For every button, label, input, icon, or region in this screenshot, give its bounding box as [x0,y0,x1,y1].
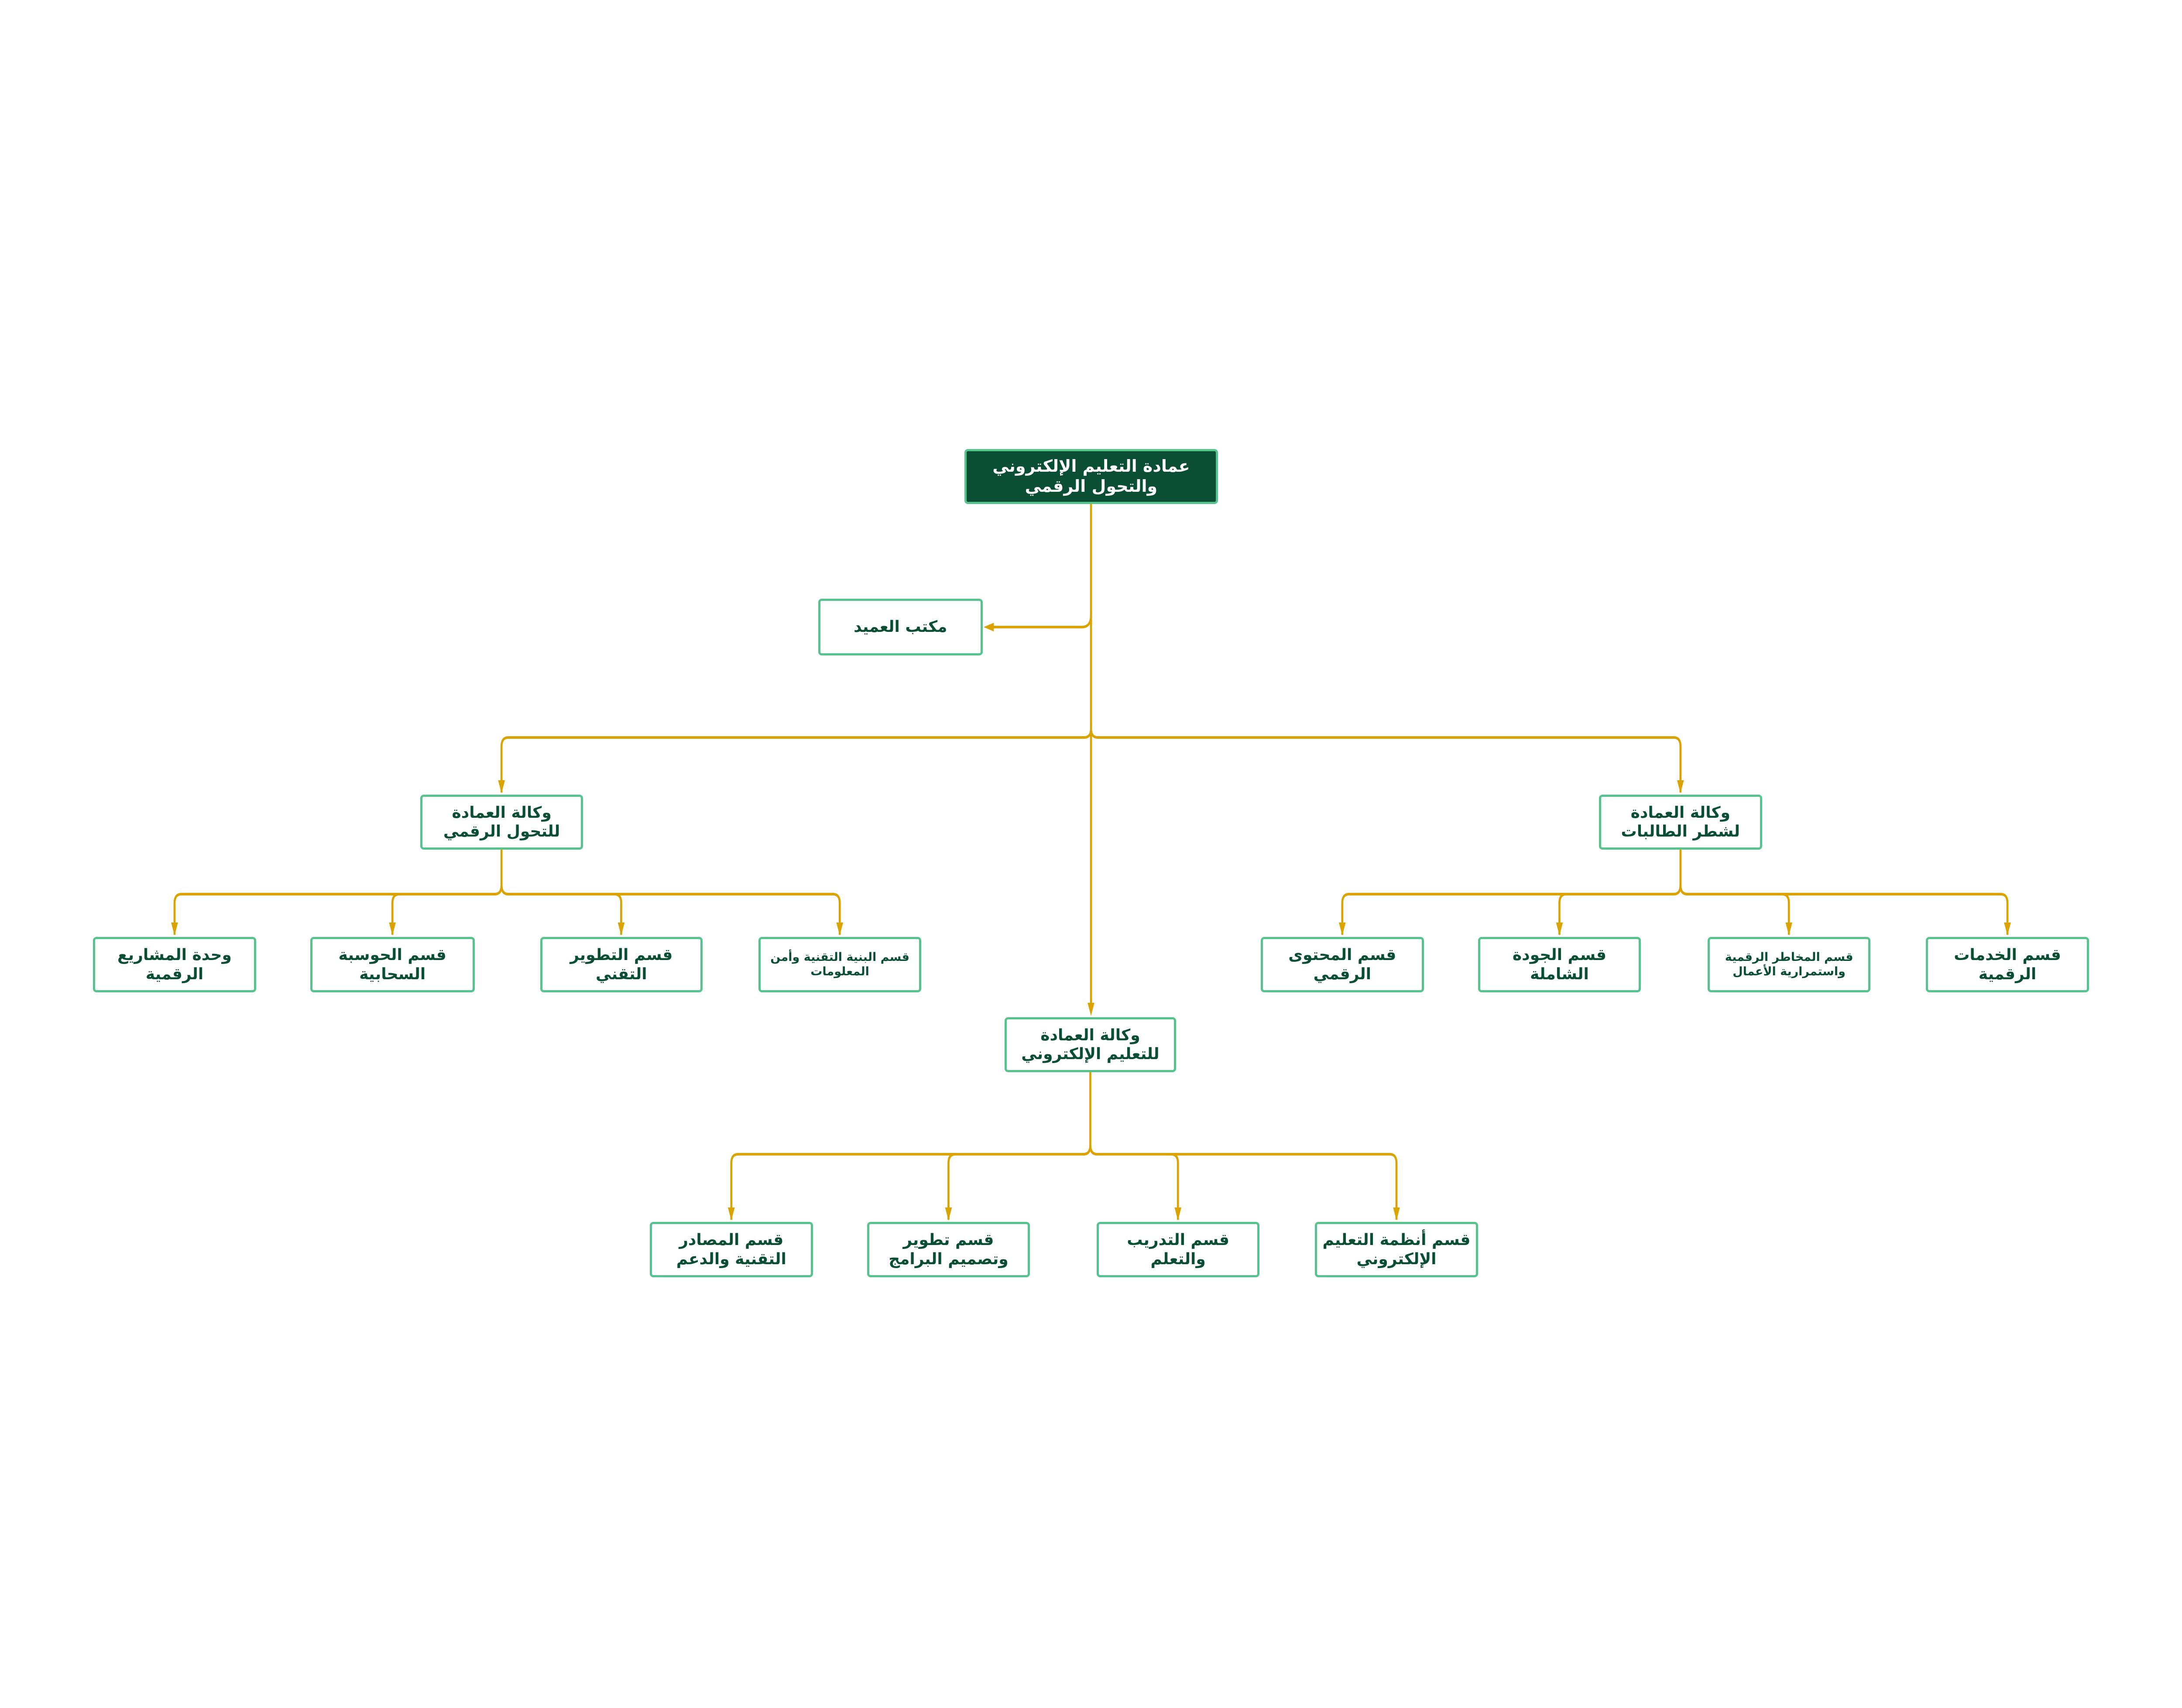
node-vp-digital-transformation[interactable]: وكالة العمادة للتحول الرقمي [420,795,583,850]
node-label: وكالة العمادة لشطر الطالبات [1621,803,1740,840]
node-label: قسم الخدمات الرقمية [1954,946,2061,983]
arrowhead-icon [171,923,178,936]
arrowhead-icon [2004,923,2011,936]
arrowhead-icon [983,623,994,631]
node-vp-elearning[interactable]: وكالة العمادة للتعليم الإلكتروني [1005,1017,1176,1072]
node-department[interactable]: قسم المحتوى الرقمي [1261,937,1424,992]
node-department[interactable]: قسم الحوسبة السحابية [310,937,475,992]
connector-branch [173,885,503,935]
arrowhead-icon [945,1207,952,1221]
arrowhead-icon [1677,780,1684,793]
connector-branch [500,885,841,935]
connector-branch [1090,728,1682,792]
node-vp-female-section[interactable]: وكالة العمادة لشطر الطالبات [1599,795,1762,850]
arrowhead-icon [836,923,844,936]
node-label: قسم الحوسبة السحابية [338,946,446,983]
node-label: عمادة التعليم الإلكتروني والتحول الرقمي [992,456,1190,496]
node-department[interactable]: قسم الخدمات الرقمية [1926,937,2089,992]
arrowhead-icon [1393,1207,1400,1221]
arrowhead-icon [389,923,396,936]
connector-branch [1089,1145,1179,1220]
node-department[interactable]: قسم التطوير التقني [540,937,703,992]
connector-branch [500,728,1092,792]
connector-branch [947,1145,1091,1220]
node-dean-office[interactable]: مكتب العميد [818,599,983,655]
arrowhead-icon [1556,923,1563,936]
node-deanship[interactable]: عمادة التعليم الإلكتروني والتحول الرقمي [964,449,1218,504]
connector-branch [500,885,622,935]
node-label: قسم الجودة الشاملة [1512,946,1606,983]
arrowhead-icon [1785,923,1793,936]
connector-branch [1679,885,2009,935]
node-label: قسم المخاطر الرقمية واستمرارية الأعمال [1725,950,1853,978]
node-label: مكتب العميد [854,618,947,636]
connector-dean-office [987,615,1092,628]
node-department[interactable]: قسم الجودة الشاملة [1478,937,1641,992]
connector-branch [1089,1145,1398,1220]
connector-branch [391,885,503,935]
arrowhead-icon [1088,1003,1094,1016]
node-label: قسم المحتوى الرقمي [1288,946,1396,983]
node-label: وكالة العمادة للتحول الرقمي [443,803,560,840]
arrowhead-icon [618,923,625,936]
node-label: قسم أنظمة التعليم الإلكتروني [1322,1231,1471,1268]
node-department[interactable]: قسم التدريب والتعلم [1097,1222,1259,1277]
node-label: قسم التدريب والتعلم [1127,1231,1229,1268]
arrowhead-icon [1174,1207,1182,1221]
node-department[interactable]: قسم أنظمة التعليم الإلكتروني [1315,1222,1478,1277]
node-department[interactable]: وحدة المشاريع الرقمية [93,937,256,992]
arrowhead-icon [727,1207,735,1221]
node-label: قسم التطوير التقني [570,946,673,983]
node-department[interactable]: قسم المصادر التقنية والدعم [650,1222,813,1277]
node-label: وكالة العمادة للتعليم الإلكتروني [1021,1026,1160,1063]
connector-branch [1679,885,1790,935]
node-label: قسم المصادر التقنية والدعم [676,1231,786,1268]
connector-branch [1558,885,1682,935]
arrowhead-icon [498,780,505,793]
node-label: قسم البنية التقنية وأمن المعلومات [770,950,909,978]
node-department[interactable]: قسم البنية التقنية وأمن المعلومات [758,937,921,992]
connector-branch [1341,885,1682,935]
node-department[interactable]: قسم تطوير وتصميم البرامج [867,1222,1030,1277]
connector-branch [730,1145,1091,1220]
node-label: قسم تطوير وتصميم البرامج [889,1231,1009,1268]
node-label: وحدة المشاريع الرقمية [117,946,232,983]
arrowhead-icon [1338,923,1346,936]
node-department[interactable]: قسم المخاطر الرقمية واستمرارية الأعمال [1708,937,1870,992]
